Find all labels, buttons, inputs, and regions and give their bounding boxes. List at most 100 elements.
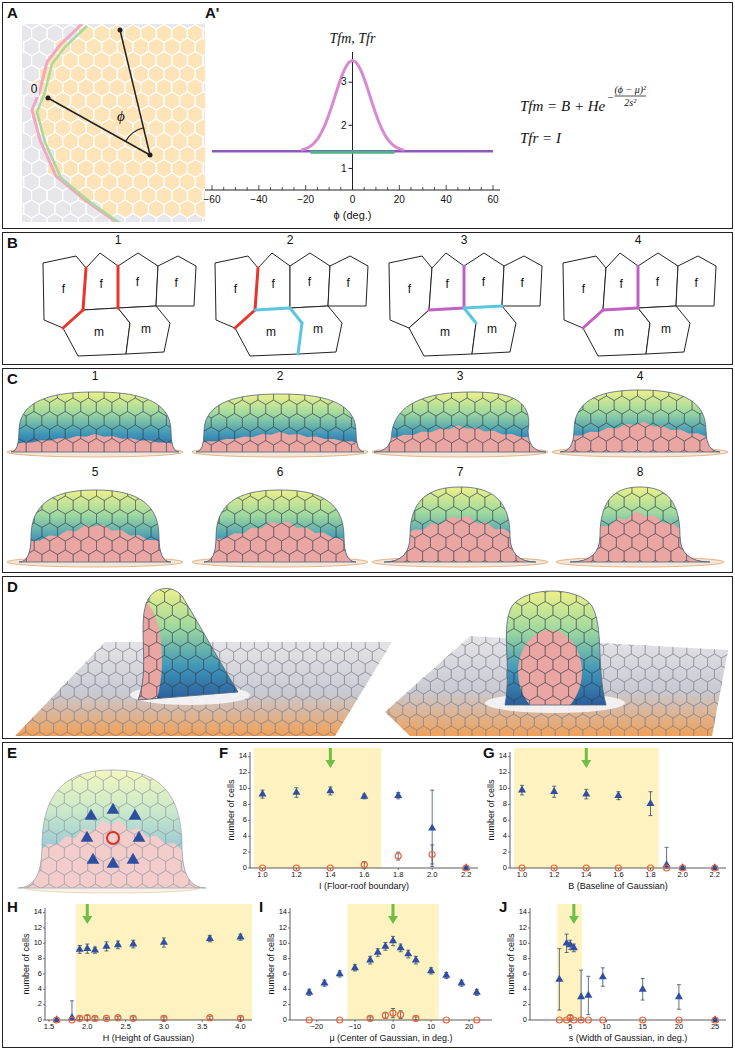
figure-polygon (190, 537, 206, 555)
figure-polygon (180, 577, 196, 595)
figure-polygon (289, 723, 305, 741)
figure-polygon (102, 642, 118, 660)
figure-polygon (109, 624, 123, 640)
figure-polygon (382, 618, 396, 634)
figure-polygon (226, 227, 242, 245)
figure-line (352, 185, 353, 190)
figure-polygon (54, 624, 68, 640)
figure-polygon (94, 575, 110, 593)
figure-polygon (342, 466, 358, 484)
figure-polygon (190, 510, 206, 528)
figure-line (310, 151, 394, 154)
figure-polygon (0, 537, 3, 555)
figure-line (48, 98, 150, 155)
figure-polygon (305, 469, 321, 487)
figure-polygon (708, 450, 724, 468)
figure-polygon (203, 133, 219, 151)
figure-polygon (376, 574, 392, 592)
figure-polygon (65, 371, 81, 389)
figure-path (583, 310, 603, 328)
figure-polygon (196, 723, 212, 741)
figure-polygon (128, 371, 144, 389)
figure-polygon (65, 564, 81, 582)
figure-polygon (368, 534, 384, 552)
figure-polygon (374, 385, 390, 403)
figure-polygon (196, 468, 212, 486)
figure-polygon (156, 214, 172, 232)
figure-polygon (187, 214, 203, 232)
figure-line (120, 30, 150, 155)
figure-path (204, 490, 356, 562)
figure-polygon (320, 441, 336, 459)
figure-polygon (351, 732, 365, 748)
figure-g (87, 561, 313, 741)
figure-polygon (104, 466, 120, 484)
figure-polygon (227, 550, 243, 568)
figure-polygon (110, 602, 126, 620)
figure-polygon (0, 452, 3, 470)
figure-polygon (350, 398, 366, 416)
tissue-dome (165, 469, 407, 595)
figure-polygon (715, 464, 731, 482)
figure-polygon (81, 371, 97, 389)
figure-polygon (219, 187, 235, 205)
figure-polygon (708, 369, 724, 387)
figure-line (469, 187, 470, 190)
figure-polygon (0, 756, 5, 772)
figure-polygon (58, 577, 74, 595)
figure-polygon (547, 493, 563, 511)
figure-polygon (546, 547, 562, 565)
figure-line (349, 168, 353, 169)
figure-polygon (219, 133, 235, 151)
figure-polygon (258, 468, 274, 486)
figure-polygon (110, 656, 126, 674)
figure-polygon (702, 574, 718, 592)
figure-polygon (63, 308, 130, 356)
figure-polygon (469, 574, 485, 592)
tissue-dome (521, 369, 735, 482)
figure-polygon (180, 496, 196, 514)
figure-polygon (118, 561, 134, 579)
figure-polygon (545, 412, 561, 430)
figure-polygon (374, 466, 390, 484)
figure-polygon (196, 561, 212, 579)
figure-polygon (33, 756, 47, 772)
gaussian-plot (205, 52, 646, 190)
figure-polygon (570, 534, 586, 552)
figure-polygon (297, 454, 313, 472)
figure-polygon (81, 744, 95, 760)
figure-polygon (493, 480, 509, 498)
figure-polygon (164, 414, 180, 432)
figure-polygon (599, 369, 615, 387)
figure-polygon (94, 656, 110, 674)
figure-polygon (289, 624, 303, 640)
figure-polygon (167, 523, 183, 541)
figure-polygon (289, 561, 305, 579)
figure-polygon (19, 684, 33, 700)
figure-polygon (128, 452, 144, 470)
figure-polygon (571, 480, 587, 498)
figure-polygon (211, 469, 227, 487)
figure-polygon (73, 577, 89, 595)
figure-polygon (67, 744, 81, 760)
figure-polygon (498, 439, 514, 457)
figure-polygon (203, 214, 219, 232)
figure-polygon (174, 371, 190, 389)
figure-polygon (335, 398, 351, 416)
figure-polygon (219, 483, 235, 501)
figure-polygon (0, 385, 11, 403)
tissue-sheet (0, 561, 393, 772)
figure-polygon (342, 412, 358, 430)
figure-polygon (102, 588, 118, 606)
figure-polygon (508, 561, 524, 579)
figure-polygon (528, 464, 544, 482)
figure-path (564, 511, 716, 565)
figure-polygon (157, 400, 173, 418)
tissue-dome (0, 469, 221, 595)
figure-path (290, 308, 302, 323)
figure-polygon (0, 146, 8, 164)
figure-polygon (275, 624, 289, 640)
figure-polygon (165, 696, 181, 714)
figure-polygon (226, 173, 242, 191)
figure-polygon (567, 450, 583, 468)
